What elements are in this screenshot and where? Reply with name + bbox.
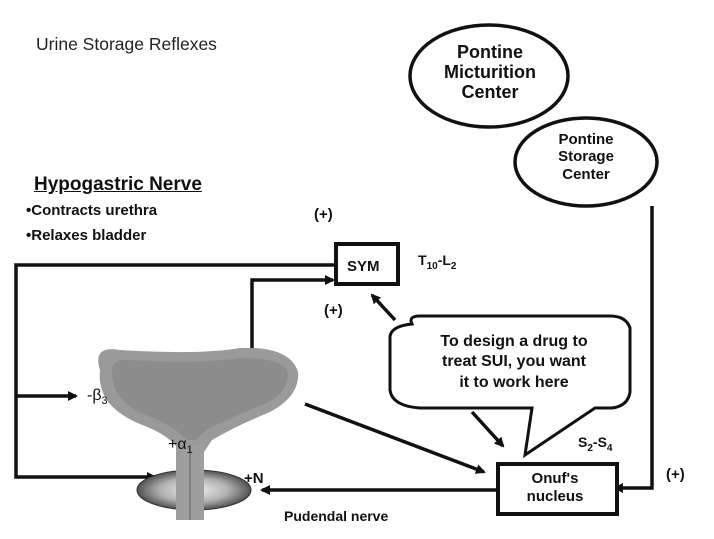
sym-spinal-level: T10-L2 bbox=[418, 252, 456, 272]
psc-line: Center bbox=[562, 165, 610, 183]
level-text: -S bbox=[592, 434, 607, 450]
beta3-receptor-label: -β3 bbox=[87, 387, 108, 407]
callout-to-sym-arrow bbox=[370, 293, 397, 322]
level-sub: 2 bbox=[450, 260, 457, 272]
callout-line: To design a drug to bbox=[440, 333, 588, 350]
pontine-storage-center-label: Pontine Storage Center bbox=[530, 131, 642, 183]
bladder-illustration bbox=[98, 347, 299, 452]
hypogastric-nerve-line bbox=[14, 263, 336, 482]
psc-line: Pontine bbox=[558, 131, 614, 148]
diagram-title: Urine Storage Reflexes bbox=[36, 34, 217, 54]
sym-excitatory-label: (+) bbox=[314, 206, 333, 223]
receptor-sub: 3 bbox=[101, 395, 108, 408]
hypogastric-bullet: •Contracts urethra bbox=[26, 202, 158, 219]
sym-label: SYM bbox=[347, 258, 380, 275]
onuf-excitatory-label: (+) bbox=[666, 466, 685, 483]
level-sub: 10 bbox=[426, 260, 438, 272]
level-sub: 4 bbox=[606, 442, 613, 454]
bladder-to-sym-line bbox=[250, 275, 335, 350]
callout-text: To design a drug to treat SUI, you want … bbox=[408, 332, 620, 393]
onuf-line: nucleus bbox=[526, 488, 584, 506]
level-text: S bbox=[578, 434, 588, 450]
level-text: T bbox=[418, 252, 427, 268]
bladder-to-onuf-line bbox=[304, 402, 486, 474]
nicotinic-receptor-label: +N bbox=[244, 470, 264, 487]
pmc-line: Center bbox=[461, 82, 519, 103]
level-text: -L bbox=[437, 252, 451, 268]
receptor-text: +α bbox=[168, 436, 187, 453]
callout-bubble bbox=[388, 314, 632, 459]
receptor-sub: 1 bbox=[186, 444, 193, 457]
hypogastric-heading: Hypogastric Nerve bbox=[34, 174, 202, 195]
callout-to-onuf-arrow bbox=[470, 410, 505, 448]
receptor-text: -β bbox=[87, 387, 102, 404]
storage-to-onuf-line bbox=[613, 206, 654, 493]
pontine-micturition-center-label: Pontine Micturition Center bbox=[428, 42, 552, 102]
pontine-storage-center-oval[interactable] bbox=[513, 116, 659, 208]
alpha1-receptor-label: +α1 bbox=[168, 436, 193, 456]
pmc-line: Pontine bbox=[457, 42, 523, 62]
level-sub: 2 bbox=[587, 442, 593, 454]
callout-line: treat SUI, you want bbox=[441, 353, 587, 371]
hypogastric-bullet: •Relaxes bladder bbox=[26, 227, 147, 244]
callout-line: it to work here bbox=[459, 373, 569, 391]
onufs-nucleus-box[interactable] bbox=[496, 462, 619, 516]
onuf-spinal-level: S2-S4 bbox=[578, 434, 612, 454]
pontine-micturition-center-oval[interactable] bbox=[408, 23, 570, 129]
onuf-line: Onuf's bbox=[531, 470, 579, 487]
pmc-line: Micturition bbox=[444, 62, 536, 83]
onufs-nucleus-label: Onuf's nucleus bbox=[500, 470, 610, 507]
pudendal-nerve-label: Pudendal nerve bbox=[284, 508, 389, 524]
psc-line: Storage bbox=[558, 148, 614, 166]
afferent-excitatory-label: (+) bbox=[324, 302, 343, 319]
